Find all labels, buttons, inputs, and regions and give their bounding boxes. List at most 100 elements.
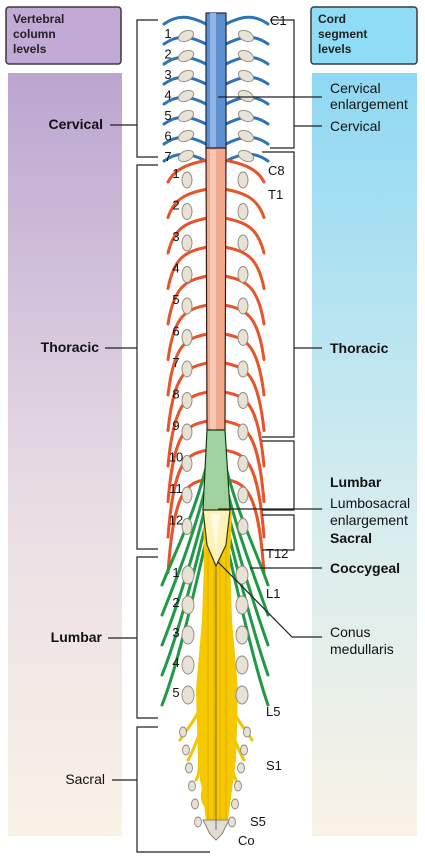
vertebral-number: 1 [172,166,179,181]
thoracic-vertebra-left [182,172,192,188]
thoracic-vertebra-left [182,487,192,503]
lumbar-vertebra-left [182,686,194,704]
thoracic-vertebra-left [182,519,192,535]
cord-label-c1: C1 [270,13,287,28]
right-label-thoracic: Thoracic [330,340,389,356]
vertebral-number: 8 [172,387,179,402]
thoracic-vertebra-left [182,330,192,346]
sacral-foramen-right [241,745,248,755]
thoracic-vertebra-left [182,424,192,440]
thoracic-vertebra-right [238,393,248,409]
right-header-line3: levels [318,42,352,56]
cervical-nerve-right [226,17,268,24]
thoracic-vertebra-right [238,424,248,440]
right-brackets [218,20,322,637]
vertebral-number: 9 [172,418,179,433]
lumbar-vertebra-right [236,656,248,674]
cord-label-t1: T1 [268,187,283,202]
sacral-foramen-right [235,781,242,791]
right-label-conus-1: Conus [330,624,370,640]
vertebral-number: 12 [169,513,183,528]
sacral-foramen-left [183,745,190,755]
thoracic-vertebra-right [238,235,248,251]
cord-label-l1: L1 [266,586,280,601]
left-header-line1: Vertebral [13,12,64,26]
cervical-vertebra-right [237,148,256,164]
cord-label-t12: T12 [266,546,288,561]
thoracic-vertebra-right [238,298,248,314]
sacral-foramen-left [195,817,202,827]
thoracic-vertebra-right [238,172,248,188]
thoracic-vertebra-right [238,487,248,503]
right-label-cervical: Cervical [330,118,381,134]
sacral-foramen-left [186,763,193,773]
vertebral-number: 6 [164,129,171,144]
cervical-vertebra-right [237,128,256,144]
sacral-foramen-left [189,781,196,791]
vertebral-number: 5 [172,292,179,307]
right-label-conus-2: medullaris [330,641,394,657]
cervical-vertebra-right [237,68,256,84]
thoracic-vertebra-right [238,519,248,535]
cervical-vertebra-left [177,48,196,64]
left-label-lumbar: Lumbar [51,629,103,645]
thoracic-vertebra-left [182,456,192,472]
thoracic-vertebra-right [238,267,248,283]
left-label-sacral: Sacral [65,771,105,787]
cervical-vertebra-right [237,88,256,104]
vertebral-number: 2 [164,47,171,62]
thoracic-vertebra-right [238,361,248,377]
thoracic-vertebra-right [238,330,248,346]
left-label-thoracic: Thoracic [41,339,100,355]
thoracic-vertebra-left [182,204,192,220]
vertebral-number: 5 [172,685,179,700]
sacral-foramen-right [232,799,239,809]
cervical-vertebra-left [177,88,196,104]
thoracic-vertebra-left [182,298,192,314]
left-header-line2: column [13,27,56,41]
vertebral-number: 4 [172,655,179,670]
lumbar-vertebra-right [236,686,248,704]
right-label-lumbosacral-2: enlargement [330,512,408,528]
sacral-foramen-right [238,763,245,773]
right-label-sacral: Sacral [330,530,372,546]
cervical-vertebra-right [237,108,256,124]
vertebral-number: 6 [172,324,179,339]
thoracic-vertebra-right [238,204,248,220]
thoracic-vertebra-left [182,235,192,251]
cervical-vertebra-left [177,108,196,124]
lumbar-vertebra-right [236,596,248,614]
thoracic-vertebra-left [182,361,192,377]
cervical-vertebra-right [237,28,256,44]
vertebral-number: 2 [172,595,179,610]
right-label-lumbar: Lumbar [330,474,382,490]
sacral-foramen-right [244,727,251,737]
cord-label-s5: S5 [250,814,266,829]
vertebral-number: 7 [164,149,171,164]
lumbar-vertebra-right [236,626,248,644]
right-label-coccygeal: Coccygeal [330,560,400,576]
vertebral-number: 10 [169,450,183,465]
vertebral-number: 3 [164,67,171,82]
left-header-line3: levels [13,42,47,56]
right-header-line1: Cord [318,12,346,26]
vertebral-number: 2 [172,198,179,213]
vertebral-number: 4 [164,88,171,103]
thoracic-vertebra-right [238,456,248,472]
cervical-vertebra-left [177,128,196,144]
vertebral-number: 3 [172,625,179,640]
sacral-foramen-left [192,799,199,809]
vertebral-number: 5 [164,108,171,123]
vertebral-number: 1 [172,565,179,580]
left-panel [8,73,122,836]
lumbar-vertebra-left [182,626,194,644]
cord-label-c8: C8 [268,163,285,178]
thoracic-vertebra-left [182,267,192,283]
vertebral-number: 3 [172,229,179,244]
right-label-lumbosacral-1: Lumbosacral [330,495,410,511]
cord-label-l5: L5 [266,704,280,719]
cervical-vertebra-right [237,48,256,64]
right-header-line2: segment [318,27,367,41]
right-panel [312,73,417,836]
cord-label-co: Co [238,833,255,848]
